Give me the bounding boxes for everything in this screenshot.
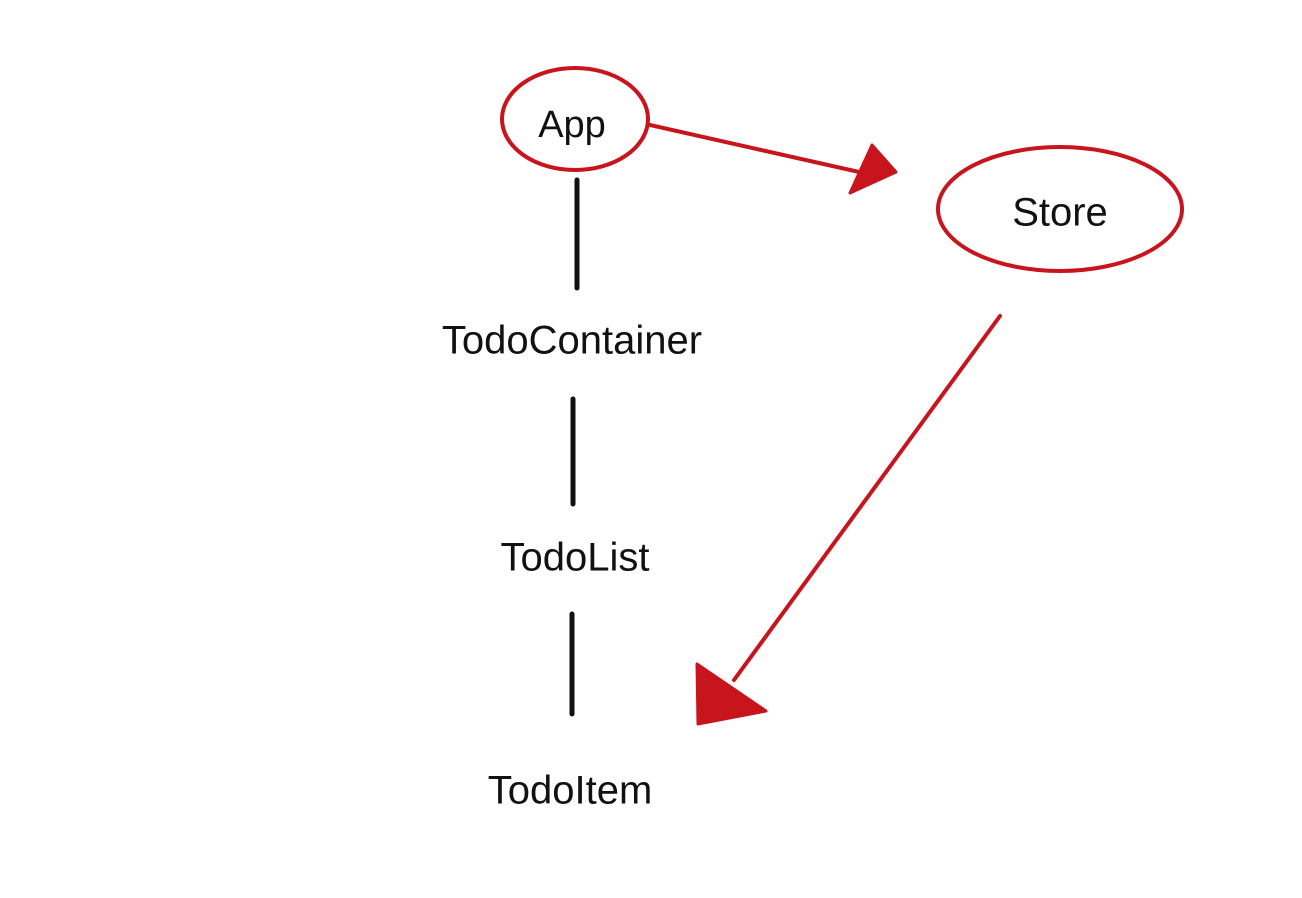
todo-container-label: TodoContainer xyxy=(442,319,702,363)
app-to-store-arrow-line xyxy=(648,123,870,176)
todo-item-label: TodoItem xyxy=(488,769,653,813)
app-to-store-arrowhead xyxy=(848,143,898,195)
app-node-label: App xyxy=(538,104,606,146)
store-to-item-arrowhead xyxy=(695,662,768,726)
todo-list-label: TodoList xyxy=(501,536,650,580)
store-node-ellipse xyxy=(936,145,1184,273)
app-node-ellipse xyxy=(500,66,650,172)
store-node-label: Store xyxy=(1012,191,1108,235)
store-to-item-arrow-line xyxy=(732,314,1002,682)
